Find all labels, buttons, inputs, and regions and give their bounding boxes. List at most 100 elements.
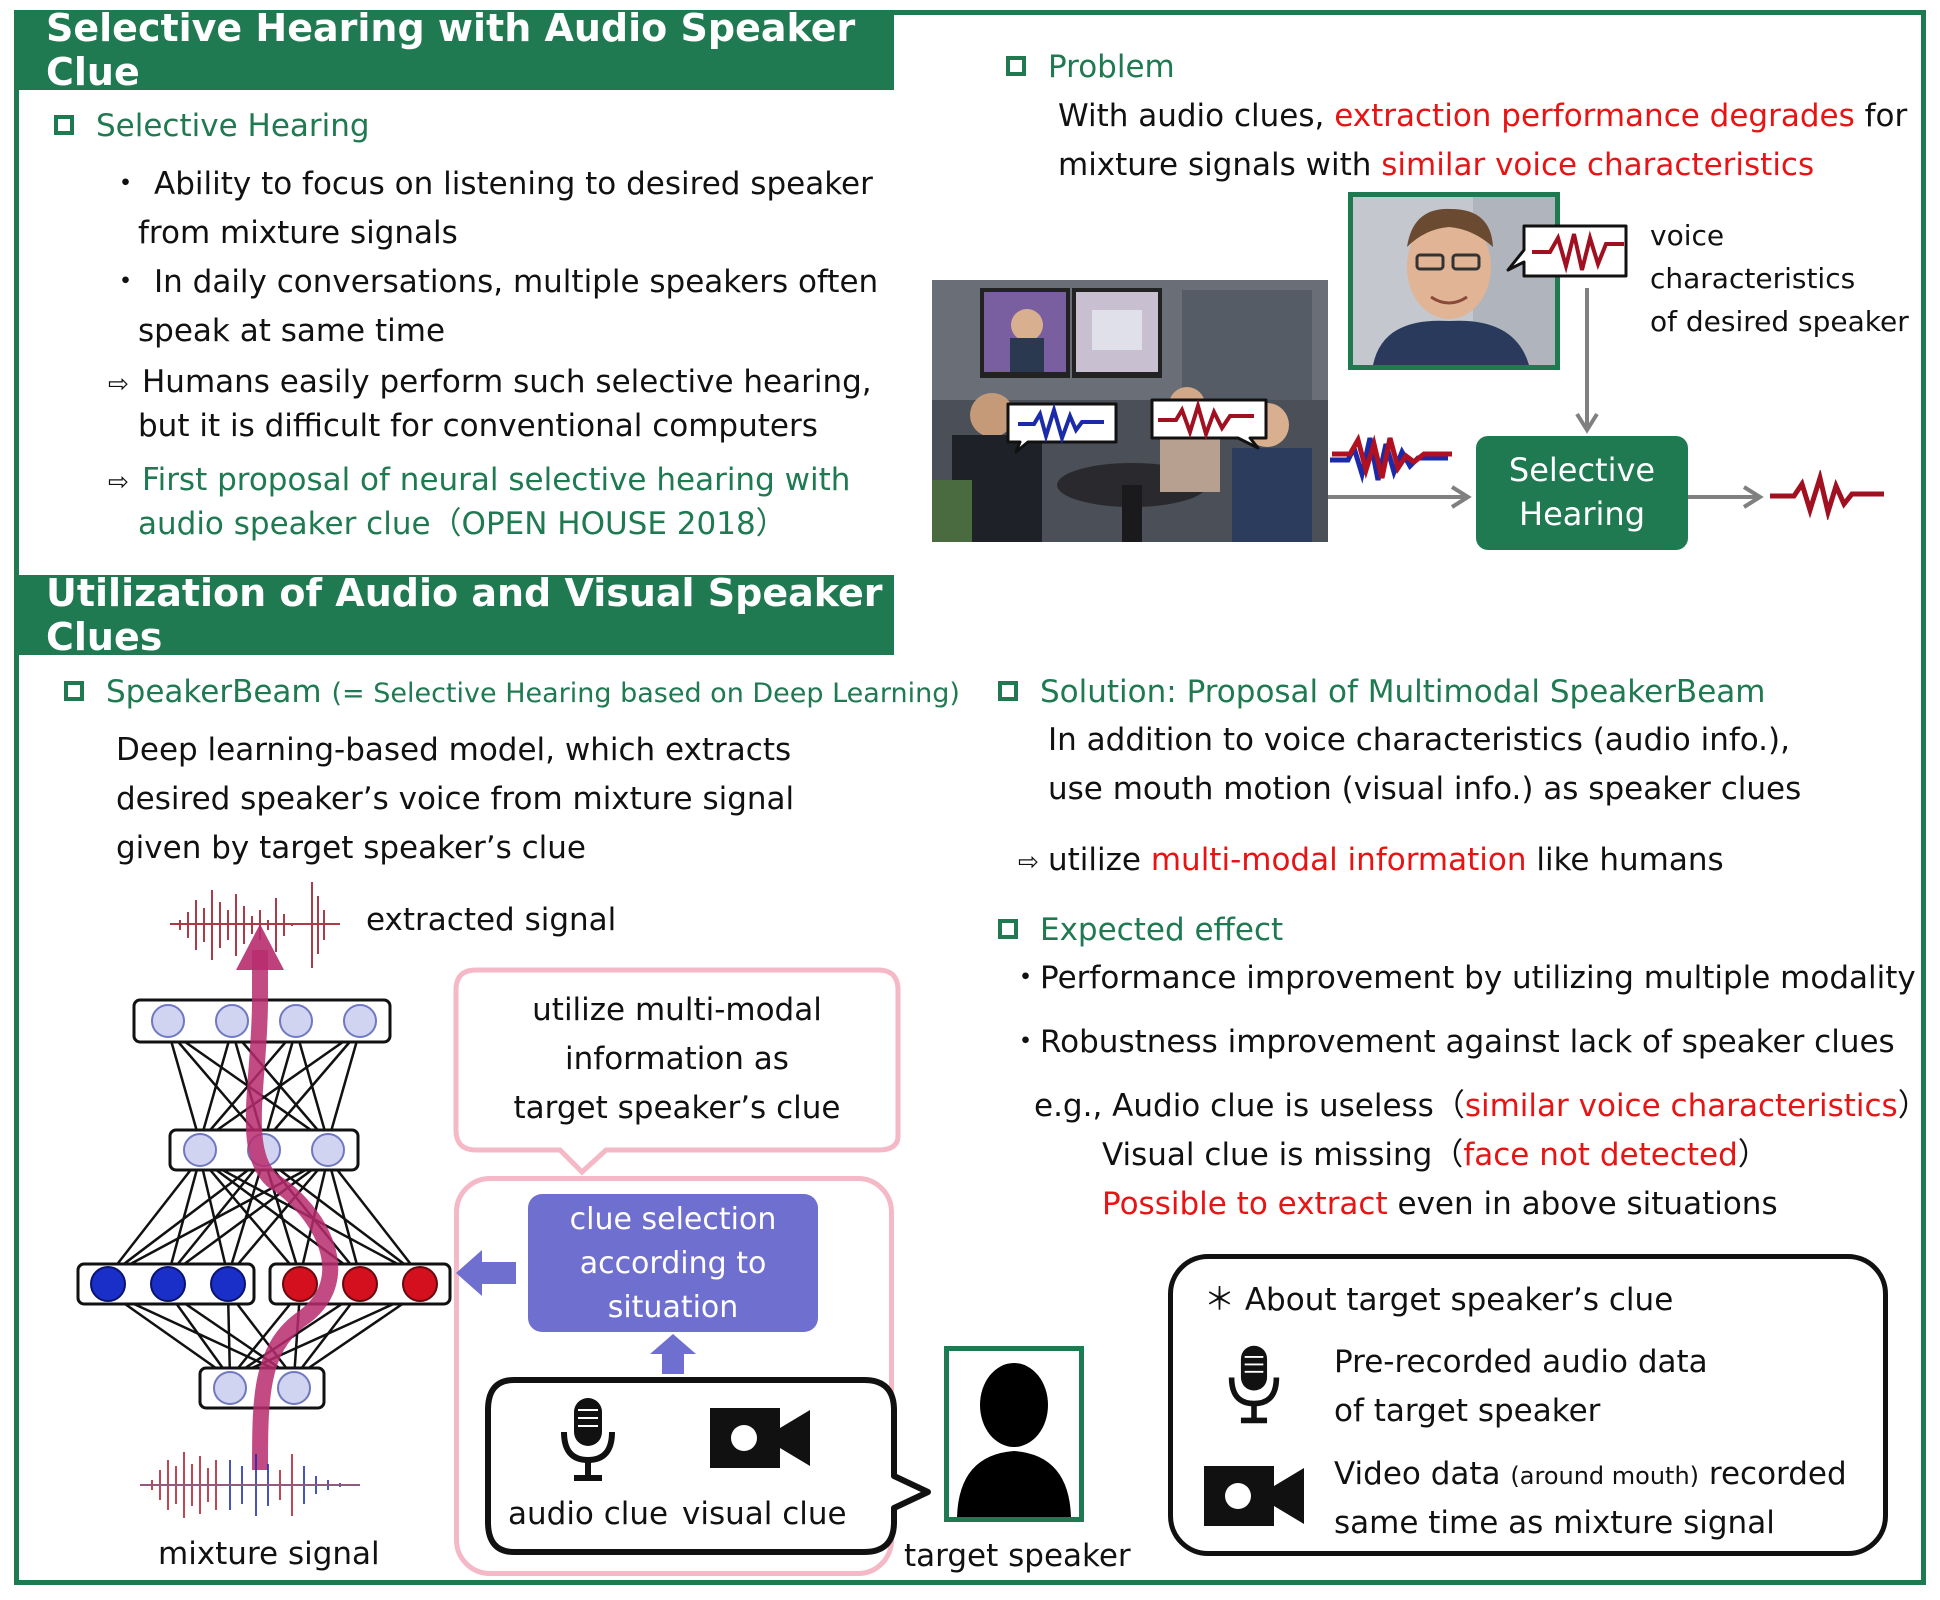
arrow-text: First proposal of neural selective heari… — [142, 462, 851, 498]
bullet-ability: ・Ability to focus on listening to desire… — [110, 160, 873, 208]
arrow-glyph: ⇨ — [108, 467, 129, 496]
section1-banner: Selective Hearing with Audio Speaker Clu… — [14, 6, 894, 94]
bullet-glyph: ・ — [110, 166, 141, 202]
text-small: (around mouth) — [1510, 1462, 1700, 1490]
bullet-text: Performance improvement by utilizing mul… — [1040, 960, 1916, 996]
solution-line1: In addition to voice characteristics (au… — [1048, 722, 1790, 758]
bullet-ability-cont: from mixture signals — [138, 215, 458, 251]
speech-bubble-desired — [1506, 224, 1628, 278]
bullet-text: In daily conversations, multiple speaker… — [154, 264, 879, 300]
desired-speaker-photo — [1348, 192, 1560, 370]
voice-label-2: characteristics — [1650, 262, 1856, 295]
about-video-line2: same time as mixture signal — [1334, 1505, 1775, 1541]
red-nodes — [282, 1266, 438, 1302]
effect-heading: Expected effect — [998, 906, 1283, 954]
about-title: ＊ About target speaker’s clue — [1204, 1282, 1674, 1318]
checkbox-square-icon — [1006, 55, 1026, 76]
output-waveform — [1770, 470, 1884, 520]
selective-hearing-box: Selective Hearing — [1476, 436, 1688, 550]
text: like humans — [1526, 842, 1724, 878]
clues-up-arrow — [650, 1334, 696, 1374]
arrow-to-output — [1688, 485, 1764, 509]
target-speaker-photo — [944, 1346, 1084, 1522]
arrow-to-selective-hearing — [1328, 485, 1472, 509]
clue-line2: according to — [579, 1246, 767, 1281]
about-video-line1: Video data (around mouth) recorded — [1334, 1450, 1847, 1500]
problem-line2: mixture signals with similar voice chara… — [1058, 141, 1814, 189]
speakerbeam-line2: desired speaker’s voice from mixture sig… — [116, 781, 795, 817]
bubble-line1: utilize multi-modal — [532, 992, 822, 1028]
heading-text: Solution: Proposal of Multimodal Speaker… — [1040, 674, 1766, 710]
video-camera-icon — [710, 1408, 810, 1468]
highlight-text: similar voice characteristics — [1381, 147, 1815, 183]
arrow-glyph: ⇨ — [108, 369, 129, 398]
selective-hearing-heading: Selective Hearing — [54, 102, 370, 150]
text: utilize — [1048, 842, 1151, 878]
text: for — [1854, 98, 1908, 134]
arrow-humans: ⇨ Humans easily perform such selective he… — [108, 358, 872, 408]
signal-flow-arrowhead — [236, 924, 284, 970]
text: e.g., Audio clue is useless（ — [1034, 1088, 1465, 1124]
about-audio-line1: Pre-recorded audio data — [1334, 1344, 1708, 1380]
checkbox-square-icon — [64, 680, 84, 701]
extracted-signal-label: extracted signal — [366, 902, 617, 938]
heading-text: Problem — [1048, 49, 1175, 85]
mixture-signal-waveform — [140, 1452, 360, 1518]
effect-bullet1: ・Performance improvement by utilizing mu… — [1010, 954, 1916, 1002]
arrow-first-proposal: ⇨ First proposal of neural selective hear… — [108, 456, 850, 506]
text: ） — [1737, 1137, 1769, 1173]
effect-eg1: e.g., Audio clue is useless（similar voic… — [1034, 1082, 1929, 1130]
speech-bubble-blue — [1006, 402, 1118, 454]
about-clue-box — [1168, 1254, 1888, 1556]
solution-arrow-line: ⇨ utilize multi-modal information like hu… — [1018, 836, 1724, 886]
audio-clue-label: audio clue — [508, 1496, 669, 1532]
problem-line1: With audio clues, extraction performance… — [1058, 92, 1907, 140]
effect-bullet2: ・Robustness improvement against lack of … — [1010, 1018, 1895, 1066]
clue-container — [454, 1176, 894, 1576]
text: even in above situations — [1387, 1186, 1778, 1222]
voice-label-1: voice — [1650, 219, 1725, 252]
target-speaker-label: target speaker — [904, 1538, 1131, 1574]
clue-selection-box: clue selection according to situation — [528, 1194, 818, 1332]
checkbox-square-icon — [54, 114, 74, 135]
section2-banner: Utilization of Audio and Visual Speaker … — [14, 571, 894, 659]
microphone-icon — [561, 1398, 615, 1481]
highlight-text: face not detected — [1463, 1137, 1738, 1173]
neural-network-diagram — [76, 882, 452, 1518]
problem-heading: Problem — [1006, 43, 1175, 91]
highlight-text: extraction performance degrades — [1334, 98, 1855, 134]
sh-line1: Selective — [1508, 451, 1656, 489]
mixture-waveform — [1330, 433, 1452, 484]
speakerbeam-heading: SpeakerBeam (= Selective Hearing based o… — [64, 668, 960, 718]
about-audio-line2: of target speaker — [1334, 1393, 1601, 1429]
effect-eg2: Visual clue is missing（face not detected… — [1102, 1131, 1769, 1179]
text: recorded — [1699, 1456, 1847, 1492]
clue-line3: situation — [607, 1290, 739, 1325]
bullet-daily: ・ In daily conversations, multiple speake… — [110, 258, 878, 306]
multimodal-bubble-outline — [453, 967, 901, 1176]
arrow-down-to-sh — [1575, 288, 1599, 434]
signal-flow-arrow — [245, 950, 339, 1471]
text: Visual clue is missing（ — [1102, 1137, 1464, 1173]
bullet-daily-cont: speak at same time — [138, 313, 446, 349]
visual-clue-label: visual clue — [682, 1496, 847, 1532]
speakerbeam-line1: Deep learning-based model, which extract… — [116, 732, 792, 768]
solution-heading: Solution: Proposal of Multimodal Speaker… — [998, 668, 1765, 716]
speakerbeam-line3: given by target speaker’s clue — [116, 830, 586, 866]
arrow-glyph: ⇨ — [1018, 847, 1039, 876]
bullet-glyph: ・ — [110, 264, 141, 300]
arrow-text: Humans easily perform such selective hea… — [142, 364, 872, 400]
extracted-waveform — [170, 882, 340, 968]
heading-text: Selective Hearing — [96, 108, 370, 144]
heading-text: SpeakerBeam — [106, 674, 322, 710]
text: mixture signals with — [1058, 147, 1382, 183]
effect-eg3: Possible to extract even in above situat… — [1102, 1180, 1778, 1228]
bullet-text: Robustness improvement against lack of s… — [1040, 1024, 1895, 1060]
microphone-icon — [1228, 1345, 1280, 1424]
bullet-glyph: ・ — [1010, 1024, 1041, 1060]
speech-bubble-red — [1150, 398, 1268, 450]
checkbox-square-icon — [998, 918, 1018, 939]
video-camera-icon — [1204, 1466, 1304, 1526]
solution-line2: use mouth motion (visual info.) as speak… — [1048, 771, 1802, 807]
highlight-text: multi-modal information — [1150, 842, 1527, 878]
